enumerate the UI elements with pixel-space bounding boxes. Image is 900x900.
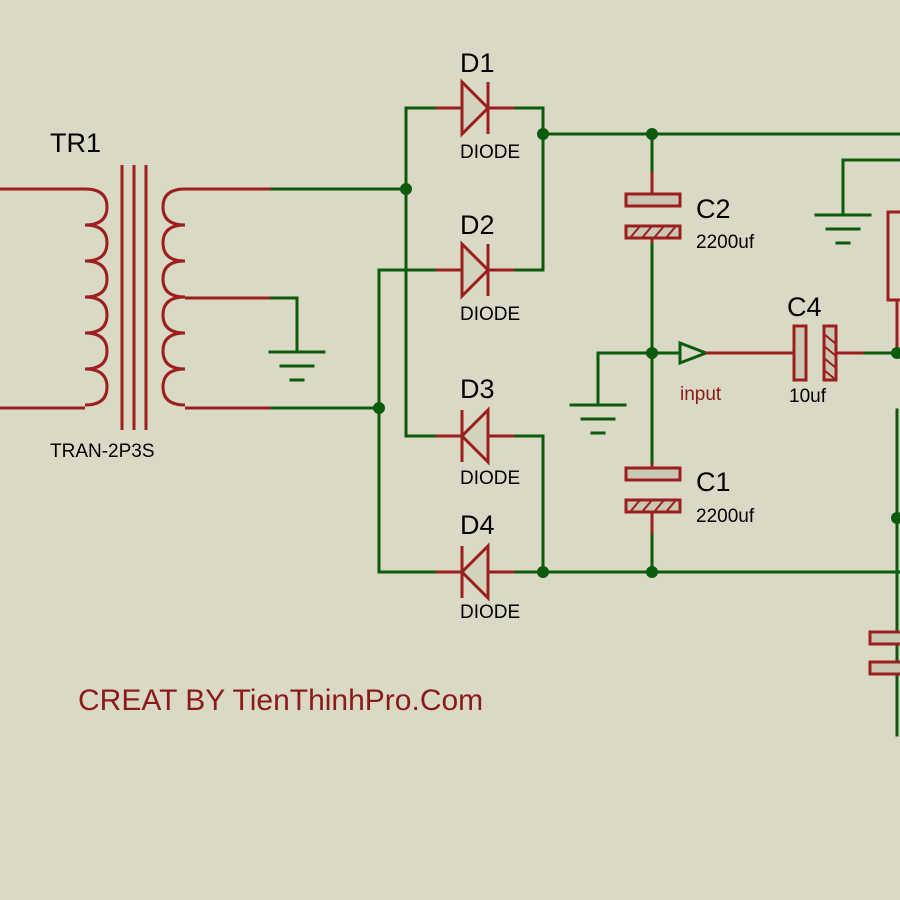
- ground-symbol-mid: [569, 403, 627, 435]
- ground-symbol-right: [814, 213, 872, 245]
- capacitor-c1: C1 2200uf: [624, 463, 755, 534]
- capacitor-c2-value: 2200uf: [696, 232, 755, 253]
- resistor-partial: [886, 210, 900, 302]
- diode-d3: D3 DIODE: [436, 374, 520, 489]
- diode-d2-value: DIODE: [460, 304, 520, 325]
- secondary-winding: [161, 187, 186, 407]
- diode-d3-ref: D3: [460, 374, 495, 404]
- transformer-core: [120, 165, 148, 430]
- transformer-tr1: TR1 TRAN-2P3S: [0, 128, 272, 462]
- capacitor-c2: C2 2200uf: [624, 172, 755, 253]
- diode-d4-ref: D4: [460, 510, 495, 540]
- diode-d4: D4 DIODE: [436, 510, 520, 623]
- primary-winding: [84, 187, 109, 407]
- junctions: [373, 128, 900, 578]
- capacitor-c4: C4 10uf: [765, 292, 865, 407]
- capacitor-c2-ref: C2: [696, 194, 731, 224]
- capacitor-partial: [868, 630, 900, 676]
- input-terminal: input: [678, 340, 722, 405]
- diode-d1: D1 DIODE: [436, 48, 520, 163]
- diode-d1-value: DIODE: [460, 142, 520, 163]
- credit-text: CREAT BY TienThinhPro.Com: [78, 684, 483, 717]
- ground-symbol: [268, 350, 326, 382]
- capacitor-c4-value: 10uf: [789, 386, 827, 407]
- capacitor-c1-value: 2200uf: [696, 506, 755, 527]
- diode-d1-ref: D1: [460, 48, 495, 78]
- diode-d2: D2 DIODE: [436, 210, 520, 325]
- diode-d3-value: DIODE: [460, 468, 520, 489]
- transformer-value: TRAN-2P3S: [50, 441, 155, 462]
- transformer-ref: TR1: [50, 128, 101, 158]
- input-net-label: input: [680, 384, 722, 405]
- diode-d4-value: DIODE: [460, 602, 520, 623]
- capacitor-c1-ref: C1: [696, 467, 731, 497]
- capacitor-c4-ref: C4: [787, 292, 822, 322]
- diode-d2-ref: D2: [460, 210, 495, 240]
